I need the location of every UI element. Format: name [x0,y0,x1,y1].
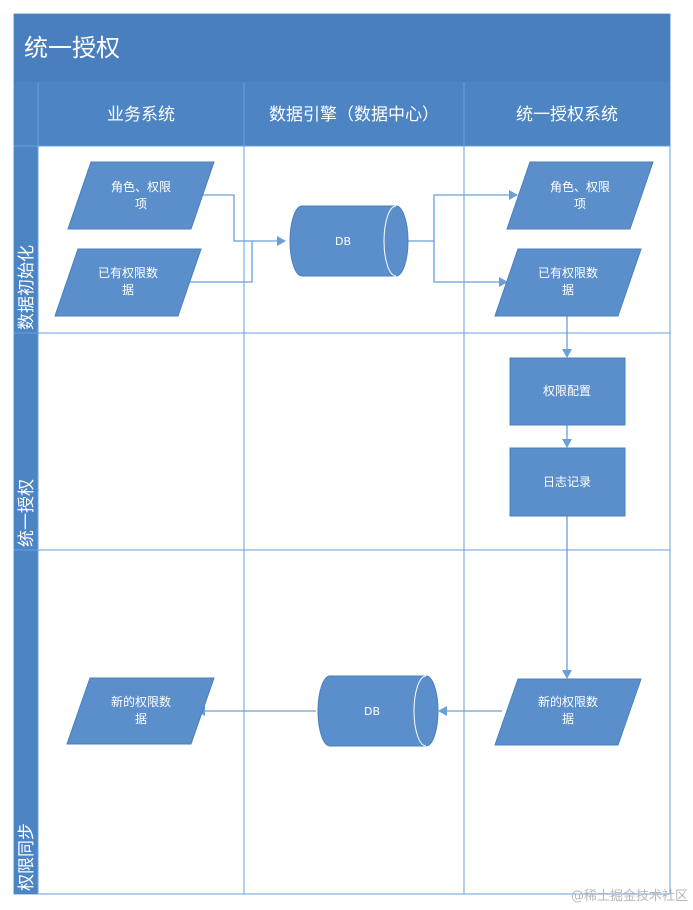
cylinder-edge [383,205,397,277]
node-db-init: DB [289,205,409,277]
column-header-business: 业务系统 [107,105,175,125]
node-auth-new: 新的权限数 据 [494,678,642,746]
node-label: 角色、权限 [111,180,171,194]
parallelogram-shape [54,248,202,317]
watermark: @稀土掘金技术社区 [571,888,688,904]
node-label: 已有权限数 [98,265,158,280]
lane-label-unified-auth: 统一授权 [17,479,37,547]
parallelogram-shape [494,248,642,317]
node-label: 已有权限数 [538,265,598,280]
node-auth-existing: 已有权限数 据 [494,248,642,317]
arrowhead [562,349,572,358]
node-label: 据 [135,712,147,726]
lane-label-permission-sync: 权限同步 [17,823,37,891]
edge-db-to-auth-roles [408,194,512,242]
column-header-auth-system: 统一授权系统 [516,105,618,125]
lane-label-data-init: 数据初始化 [17,245,37,330]
arrowhead [499,277,508,287]
arrowhead [438,706,447,716]
node-label: 权限配置 [543,384,591,398]
title-bar [14,14,670,82]
node-label: 据 [562,712,574,726]
cylinder-edge [413,675,427,747]
node-auth-roles: 角色、权限 项 [506,161,654,230]
node-label: 日志记录 [543,475,591,489]
process-box [509,447,626,517]
node-label: 项 [135,197,147,211]
edge-db-to-auth-existing [433,241,502,283]
process-box [509,357,626,426]
column-header-row [14,82,670,146]
column-header-data-engine: 数据引擎（数据中心） [269,105,439,125]
node-label: 新的权限数 [111,694,171,709]
node-biz-roles: 角色、权限 项 [67,161,215,230]
connectors [188,194,568,712]
node-label: 据 [562,283,574,297]
node-label: 角色、权限 [550,180,610,194]
node-db-sync: DB [317,675,439,747]
node-log-record: 日志记录 [509,447,626,517]
node-label: 据 [122,283,134,297]
node-biz-existing: 已有权限数 据 [54,248,202,317]
arrowhead [562,439,572,448]
arrowhead [562,670,572,679]
arrowheads [196,190,572,716]
parallelogram-shape [494,678,642,746]
diagram-title: 统一授权 [24,34,120,62]
node-label: DB [364,705,380,718]
parallelogram-shape [67,161,215,230]
edge-roles-to-db [201,194,280,242]
lane-label-strip [14,82,38,894]
parallelogram-shape [66,677,215,745]
node-label: 新的权限数 [538,694,598,709]
node-perm-config: 权限配置 [509,357,626,426]
node-biz-new: 新的权限数 据 [66,677,215,745]
node-label: DB [335,235,351,248]
arrowhead [277,236,286,246]
node-label: 项 [574,197,586,211]
parallelogram-shape [506,161,654,230]
edge-existing-to-db [188,241,253,283]
arrowhead [509,190,518,200]
